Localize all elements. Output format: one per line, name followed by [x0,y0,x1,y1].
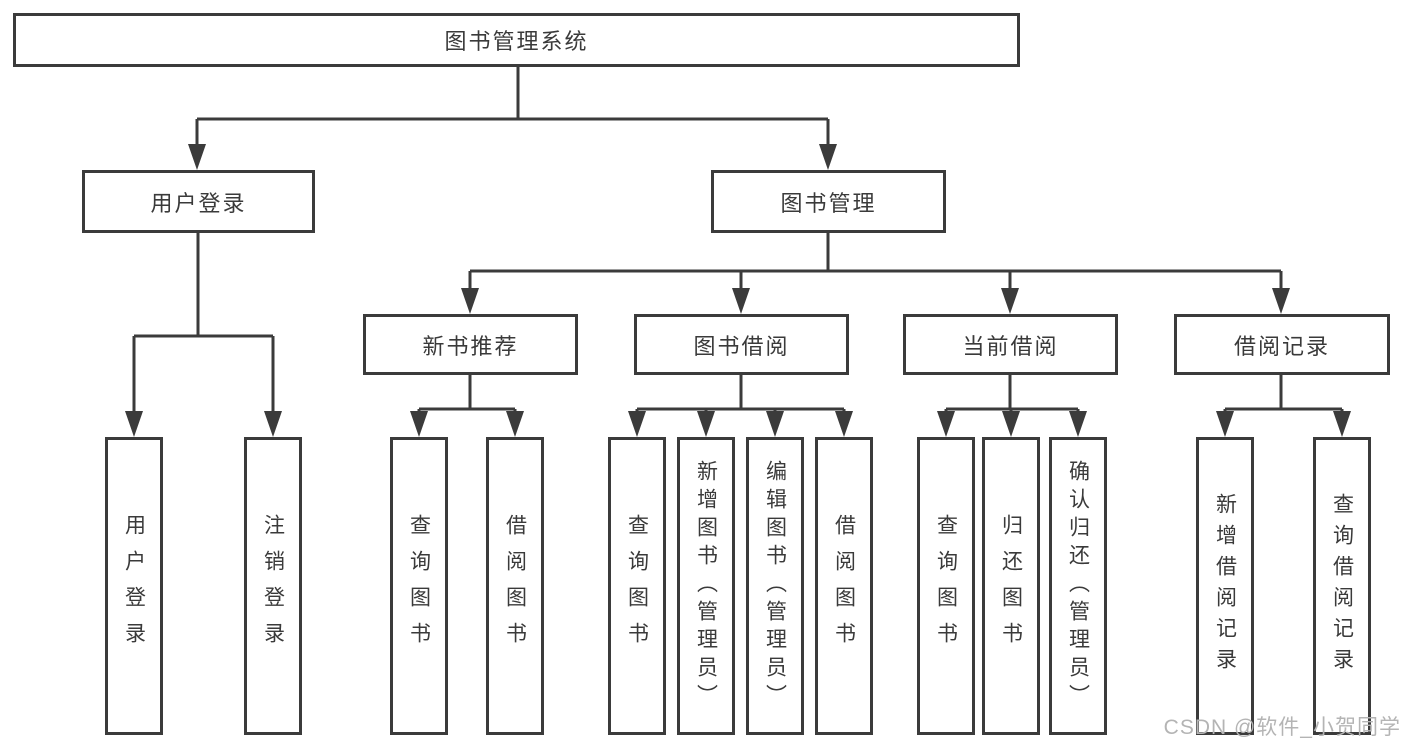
node-book-borrowing: 图书借阅 [634,314,849,375]
node-book-management: 图书管理 [711,170,946,233]
csdn-watermark: CSDN @软件_小贺同学 [1163,716,1401,739]
node-user-login: 用户登录 [82,170,315,233]
leaf-logout: 注销登录 [244,437,302,735]
leaf-user-login: 用户登录 [105,437,163,735]
leaf-confirm-return-admin: 确认归还（管理员） [1049,437,1107,735]
leaf-add-borrow-record: 新增借阅记录 [1196,437,1254,735]
leaf-borrow-books-recommend: 借阅图书 [486,437,544,735]
leaf-query-books-recommend: 查询图书 [390,437,448,735]
node-new-book-recommendation: 新书推荐 [363,314,578,375]
leaf-add-book-admin: 新增图书（管理员） [677,437,735,735]
node-current-borrowing: 当前借阅 [903,314,1118,375]
arrowhead-icons [125,144,1351,437]
node-library-management-system: 图书管理系统 [13,13,1020,67]
leaf-borrow-books: 借阅图书 [815,437,873,735]
leaf-query-borrow-record: 查询借阅记录 [1313,437,1371,735]
leaf-edit-book-admin: 编辑图书（管理员） [746,437,804,735]
leaf-return-books: 归还图书 [982,437,1040,735]
leaf-query-books-current: 查询图书 [917,437,975,735]
leaf-query-books-borrow: 查询图书 [608,437,666,735]
node-borrowing-records: 借阅记录 [1174,314,1390,375]
